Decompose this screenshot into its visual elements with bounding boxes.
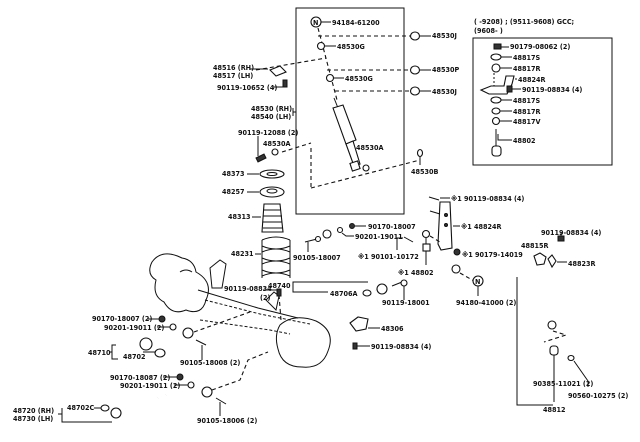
rear-axle-housing <box>149 253 331 368</box>
label-90105-18006: 90105-18006 (2) <box>197 416 257 425</box>
label-90119-12088: 90119-12088 (2) <box>238 128 298 137</box>
label-48530j-2: 48530J <box>432 87 457 96</box>
label-90105-18008: 90105-18008 (2) <box>180 358 240 367</box>
stabilizer-bar: N <box>451 232 606 406</box>
label-90119-08834-bracket: ※1 90119-08834 (4) <box>451 194 524 203</box>
label-48257: 48257 <box>222 187 245 196</box>
label-48540: 48540 (LH) <box>251 112 291 121</box>
label-90170-18007-2: 90170-18007 (2) <box>92 314 152 323</box>
label-90119-10652: 90119-10652 (4) <box>217 83 277 92</box>
label-48720: 48720 (RH) <box>13 406 54 415</box>
label-48815r: 48815R <box>521 241 548 250</box>
callout-n-mark: N <box>313 18 318 27</box>
label-48530g: 48530G <box>337 42 365 51</box>
label-48530a-2: 48530A <box>356 143 384 152</box>
callout-n-mark-2: N <box>475 277 480 286</box>
stabilizer-bracket <box>421 196 461 265</box>
inset-label: 90179-08062 (2) <box>510 42 570 51</box>
inset-labels: 90179-08062 (2) 48817S 48817R 48824R 901… <box>510 42 582 145</box>
inset-label: 90119-08834 (4) <box>522 85 582 94</box>
shock-group-frame <box>295 7 405 215</box>
label-48516: 48516 (RH) <box>213 63 254 72</box>
lower-control-arm <box>58 351 269 423</box>
label-48306: 48306 <box>381 324 404 333</box>
label-90119-08834-axle: 90119-08834 <box>224 284 272 293</box>
label-90105-18007: 90105-18007 <box>293 253 341 262</box>
label-48740: 48740 <box>268 281 291 290</box>
label-48710: 48710 <box>88 348 111 357</box>
inset-frame <box>472 37 613 166</box>
label-48702c: 48702C <box>67 403 94 412</box>
label-90201-19011: 90201-19011 <box>355 232 403 241</box>
label-90119-08834-4: 90119-08834 (4) <box>371 342 431 351</box>
label-48824r: ※1 48824R <box>461 222 502 231</box>
label-90101-10172: ※1 90101-10172 <box>358 252 419 261</box>
label-90201-19011-3: 90201-19011 (2) <box>120 381 180 390</box>
inset-label: 48824R <box>518 75 545 84</box>
label-48530j: 48530J <box>432 31 457 40</box>
label-48702: 48702 <box>123 352 146 361</box>
label-90119-08834-axle-qty: (2) <box>260 293 270 302</box>
label-90179-14019: ※1 90179-14019 <box>462 250 523 259</box>
inset-label: 48817S <box>513 53 540 62</box>
bump-stopper <box>252 203 284 233</box>
label-48812: 48812 <box>543 405 566 414</box>
label-48530a: 48530A <box>263 139 291 148</box>
label-48530: 48530 (RH) <box>251 104 292 113</box>
coil-spring <box>255 236 291 278</box>
label-48517: 48517 (LH) <box>213 71 253 80</box>
label-90170-18007: 90170-18007 <box>368 222 416 231</box>
inset-label: 48817V <box>513 117 541 126</box>
label-94184-61200: 94184-61200 <box>332 18 380 27</box>
lateral-control-rod <box>292 223 414 350</box>
inset-label: 48817R <box>513 107 540 116</box>
label-48802: ※1 48802 <box>398 268 434 277</box>
upper-control-arm <box>109 311 251 360</box>
label-48373: 48373 <box>222 169 245 178</box>
label-90119-08834-stab: 90119-08834 (4) <box>541 228 601 237</box>
label-48730: 48730 (LH) <box>13 414 53 423</box>
label-90170-18087: 90170-18087 (2) <box>110 373 170 382</box>
label-90385-11021: 90385-11021 (2) <box>533 379 593 388</box>
shock-absorber: N <box>250 16 431 189</box>
label-90560-10275: 90560-10275 (2) <box>568 391 628 400</box>
inset-label: 48817R <box>513 64 540 73</box>
spring-seats <box>247 169 285 198</box>
inset-label: 48802 <box>513 136 536 145</box>
label-48231: 48231 <box>231 249 254 258</box>
inset-header-line1: ( -9208) ; (9511-9608) GCC; <box>474 17 574 26</box>
label-48530b: 48530B <box>411 167 438 176</box>
inset-header-line2: (9608- ) <box>474 26 503 35</box>
label-90201-19011-2: 90201-19011 (2) <box>104 323 164 332</box>
label-94180-41000: 94180-41000 (2) <box>456 298 516 307</box>
label-90119-18001: 90119-18001 <box>382 298 430 307</box>
label-48530p: 48530P <box>432 65 459 74</box>
label-48313: 48313 <box>228 212 251 221</box>
inset-label: 48817S <box>513 96 540 105</box>
part-labels: 94184-61200 48530J 48530G 48516 (RH) 485… <box>13 18 628 425</box>
inset-parts <box>479 43 521 157</box>
label-48823r: 48823R <box>568 259 595 268</box>
label-48706a: 48706A <box>330 289 358 298</box>
label-48530g-2: 48530G <box>345 74 373 83</box>
